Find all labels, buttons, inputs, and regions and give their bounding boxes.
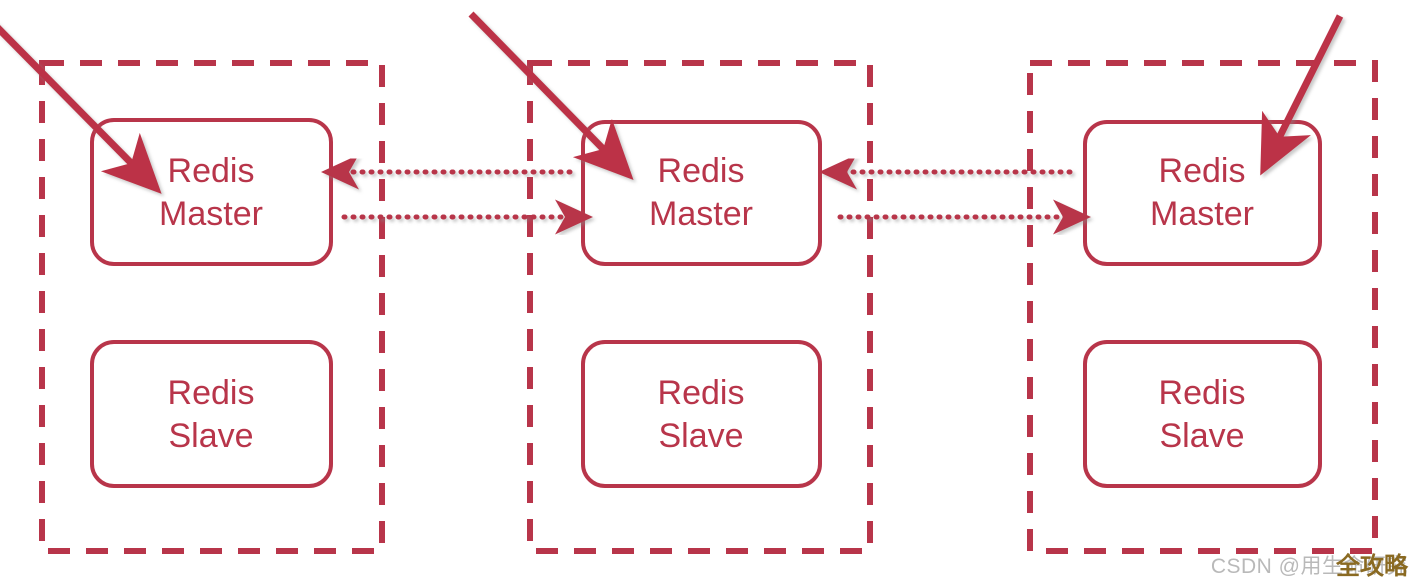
master-node-2-label-line2: Master (649, 195, 753, 233)
master-node-2-box (581, 120, 822, 266)
slave-node-3-box (1083, 340, 1322, 488)
redis-node-group-2[interactable]: Redis Master Redis Slave (527, 60, 873, 554)
slave-node-3-label-line1: Redis (1159, 374, 1246, 412)
gossip-links (321, 154, 1091, 235)
group-3-dashed-border (1027, 60, 1378, 554)
master-node-1-label-line2: Master (159, 195, 263, 233)
group-1-dashed-border (39, 60, 385, 554)
master-node-1-box (90, 118, 333, 266)
client-arrows (0, 11, 1344, 194)
watermark-overlay-text: 全攻略 (1336, 553, 1408, 580)
master-node-2-label-line1: Redis (658, 152, 745, 190)
client-arrow-3[interactable] (1260, 14, 1344, 176)
redis-master-node-3[interactable]: Redis Master (1083, 120, 1322, 266)
slave-node-1-label-line2: Slave (168, 417, 253, 455)
master-node-3-label-line2: Master (1150, 195, 1254, 233)
slave-node-1-label-line1: Redis (168, 374, 255, 412)
slave-node-2-label-line1: Redis (658, 374, 745, 412)
slave-node-3-label-line2: Slave (1159, 417, 1244, 455)
master-node-1-label-line1: Redis (168, 152, 255, 190)
master-node-3-label-line1: Redis (1159, 152, 1246, 190)
redis-slave-node-1[interactable]: Redis Slave (90, 340, 333, 488)
client-arrow-1[interactable] (0, 24, 162, 194)
slave-node-1-box (90, 340, 333, 488)
group-2-dashed-border (527, 60, 873, 554)
slave-node-2-box (581, 340, 822, 488)
redis-master-node-1[interactable]: Redis Master (90, 118, 333, 266)
master-node-3-box (1083, 120, 1322, 266)
redis-node-group-3[interactable]: Redis Master Redis Slave (1027, 60, 1378, 554)
redis-master-node-2[interactable]: Redis Master (581, 120, 822, 266)
redis-slave-node-3[interactable]: Redis Slave (1083, 340, 1322, 488)
redis-node-group-1[interactable]: Redis Master Redis Slave (39, 60, 385, 554)
slave-node-2-label-line2: Slave (658, 417, 743, 455)
redis-slave-node-2[interactable]: Redis Slave (581, 340, 822, 488)
client-arrow-2[interactable] (468, 11, 634, 181)
